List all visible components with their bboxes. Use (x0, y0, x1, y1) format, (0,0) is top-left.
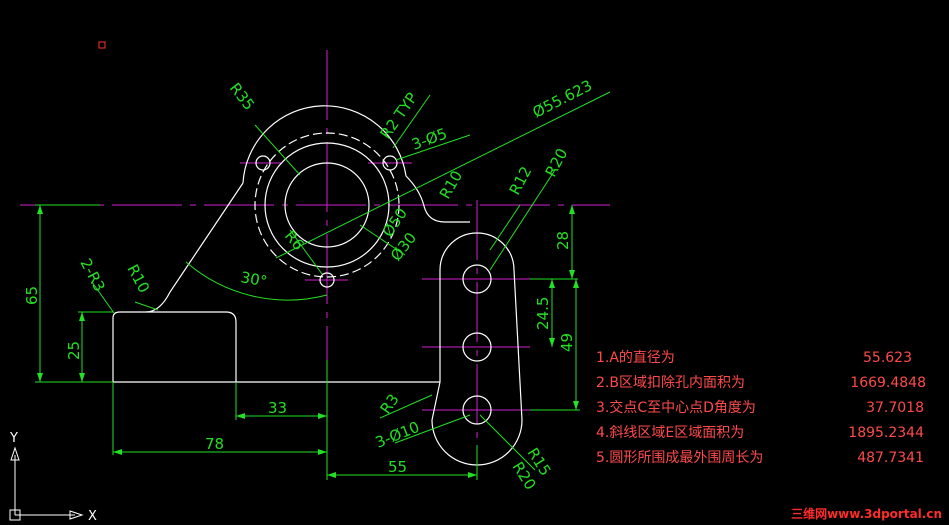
dim-28: 28 (554, 231, 572, 250)
result-5-value: 487.7341 (857, 450, 924, 466)
dim-55: 55 (388, 458, 407, 476)
dimension-lines (35, 91, 611, 480)
dim-78: 78 (205, 435, 224, 453)
dim-25: 25 (65, 341, 83, 360)
result-1-label: 1.A的直径为 (596, 349, 675, 366)
ucs-icon (9, 446, 84, 521)
result-4-value: 1895.2344 (848, 425, 924, 441)
result-3-label: 3.交点C至中心点D角度为 (596, 399, 756, 416)
dim-65: 65 (23, 286, 41, 305)
centerlines (20, 50, 610, 470)
point-marker (98, 41, 106, 49)
part-outline (112, 105, 523, 466)
dim-49: 49 (558, 333, 576, 352)
dim-24-5: 24.5 (534, 297, 552, 330)
dimension-arrows (37, 205, 579, 478)
dim-angle-30: 30° (239, 268, 268, 290)
result-1-value: 55.623 (863, 350, 912, 366)
results-panel: 1.A的直径为 55.623 2.B区域扣除孔内面积为 1669.4848 3.… (596, 349, 926, 466)
ucs-y-label: Y (9, 431, 18, 446)
result-3-value: 37.7018 (866, 400, 924, 416)
result-2-label: 2.B区域扣除孔内面积为 (596, 375, 745, 391)
dim-33: 33 (268, 399, 287, 417)
result-4-label: 4.斜线区域E区域面积为 (596, 425, 744, 441)
result-5-label: 5.圆形所围成最外围周长为 (596, 450, 763, 466)
watermark: 三维网www.3dportal.cn (791, 506, 942, 521)
result-2-value: 1669.4848 (850, 375, 926, 391)
ucs-x-label: X (88, 509, 97, 524)
